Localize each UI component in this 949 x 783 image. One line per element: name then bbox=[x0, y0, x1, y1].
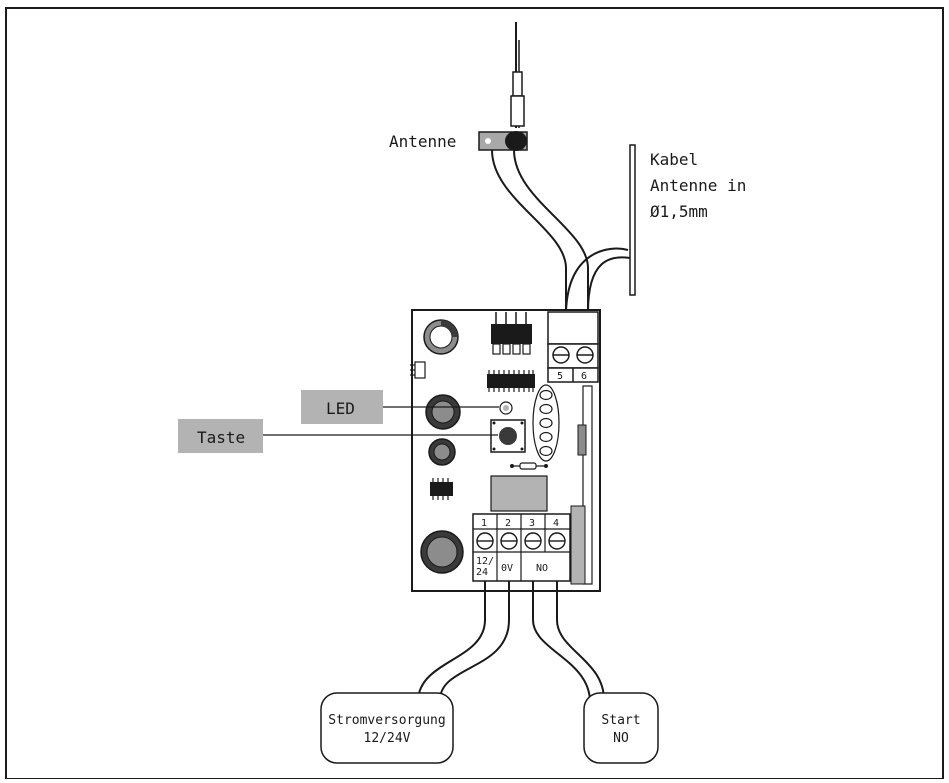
terminal-function-no: NO bbox=[536, 563, 548, 574]
start-line2: NO bbox=[613, 731, 629, 746]
cable-label-line3: Ø1,5mm bbox=[650, 202, 708, 221]
bottom-terminal-block: 1 2 3 4 12/ 24 0V NO bbox=[472, 513, 571, 582]
ic-chip-small bbox=[430, 478, 453, 500]
capacitor-top bbox=[423, 319, 459, 355]
capacitor-middle bbox=[425, 394, 461, 430]
taste-tag: Taste bbox=[178, 419, 498, 453]
terminal-function-0v: 0V bbox=[501, 563, 513, 574]
terminal-function-12-24-a: 12/ bbox=[476, 556, 494, 567]
ic-chip-middle bbox=[487, 370, 535, 392]
terminal-1-label: 1 bbox=[481, 518, 487, 529]
terminal-2-label: 2 bbox=[505, 518, 511, 529]
top-terminal-block: 5 6 bbox=[547, 311, 599, 383]
board-edge-strip bbox=[570, 385, 593, 585]
antenna-label: Antenne bbox=[389, 132, 456, 151]
led bbox=[499, 401, 513, 415]
ic-chip-top bbox=[491, 312, 532, 355]
led-tag: LED bbox=[301, 390, 499, 424]
circuit-board: 5 6 bbox=[410, 309, 601, 592]
power-supply-box: Stromversorgung 12/24V bbox=[320, 692, 454, 764]
relay bbox=[490, 475, 548, 512]
led-label: LED bbox=[326, 399, 355, 418]
terminal-6-label: 6 bbox=[581, 371, 587, 382]
terminal-function-12-24-b: 24 bbox=[476, 567, 488, 578]
terminal-screws bbox=[476, 532, 566, 550]
cable-label-line1: Kabel bbox=[650, 150, 698, 169]
jumper-oval bbox=[532, 384, 560, 462]
terminal-3-label: 3 bbox=[529, 518, 535, 529]
taste-label: Taste bbox=[197, 428, 245, 447]
antenna-connector bbox=[478, 131, 528, 151]
side-connector bbox=[410, 361, 426, 379]
start-line1: Start bbox=[601, 713, 640, 728]
resistor bbox=[510, 462, 548, 470]
antenna bbox=[510, 22, 525, 128]
terminal-4-label: 4 bbox=[553, 518, 559, 529]
terminal-5-label: 5 bbox=[557, 371, 563, 382]
power-cable bbox=[417, 581, 510, 701]
capacitor-large bbox=[420, 530, 464, 574]
capacitor-small bbox=[428, 438, 456, 466]
start-cable bbox=[532, 581, 605, 703]
cable-label-line2: Antenne in bbox=[650, 176, 746, 195]
antenna-cable bbox=[491, 149, 631, 313]
power-supply-line1: Stromversorgung bbox=[328, 713, 445, 728]
external-antenna-wire bbox=[629, 144, 636, 296]
start-box: Start NO bbox=[583, 692, 659, 764]
push-button bbox=[490, 419, 526, 453]
power-supply-line2: 12/24V bbox=[364, 731, 411, 746]
